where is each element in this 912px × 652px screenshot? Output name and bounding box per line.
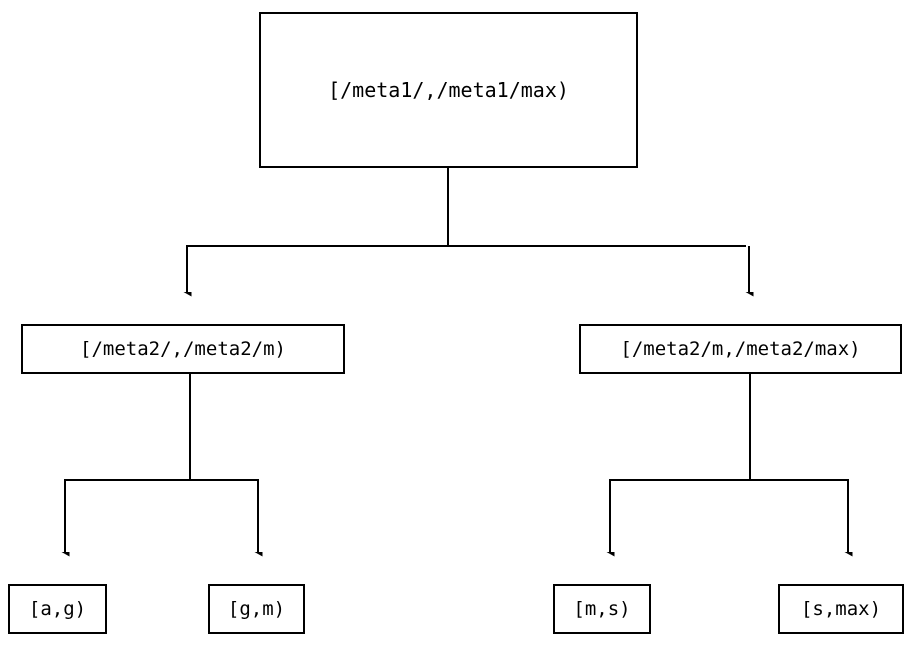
tree-node-mid-right-label: [/meta2/m,/meta2/max) bbox=[620, 337, 861, 360]
edge-root-to-mid-level bbox=[186, 168, 749, 292]
tree-node-mid-left-label: [/meta2/,/meta2/m) bbox=[80, 337, 286, 360]
tree-node-leaf-gm[interactable]: [g,m) bbox=[208, 584, 305, 634]
tree-node-leaf-ms-label: [m,s) bbox=[573, 597, 631, 620]
edge-mid-right-to-leaves bbox=[609, 374, 849, 552]
tree-node-root-label: [/meta1/,/meta1/max) bbox=[328, 78, 569, 102]
tree-node-leaf-ag-label: [a,g) bbox=[28, 597, 87, 620]
tree-node-root[interactable]: [/meta1/,/meta1/max) bbox=[259, 12, 638, 168]
tree-node-leaf-gm-label: [g,m) bbox=[227, 597, 286, 620]
tree-node-leaf-ms[interactable]: [m,s) bbox=[553, 584, 651, 634]
tree-node-mid-right[interactable]: [/meta2/m,/meta2/max) bbox=[579, 324, 902, 374]
tree-node-leaf-smax-label: [s,max) bbox=[800, 597, 882, 620]
tree-node-leaf-smax[interactable]: [s,max) bbox=[778, 584, 904, 634]
tree-node-leaf-ag[interactable]: [a,g) bbox=[8, 584, 107, 634]
tree-node-mid-left[interactable]: [/meta2/,/meta2/m) bbox=[21, 324, 345, 374]
edge-mid-left-to-leaves bbox=[64, 374, 259, 552]
